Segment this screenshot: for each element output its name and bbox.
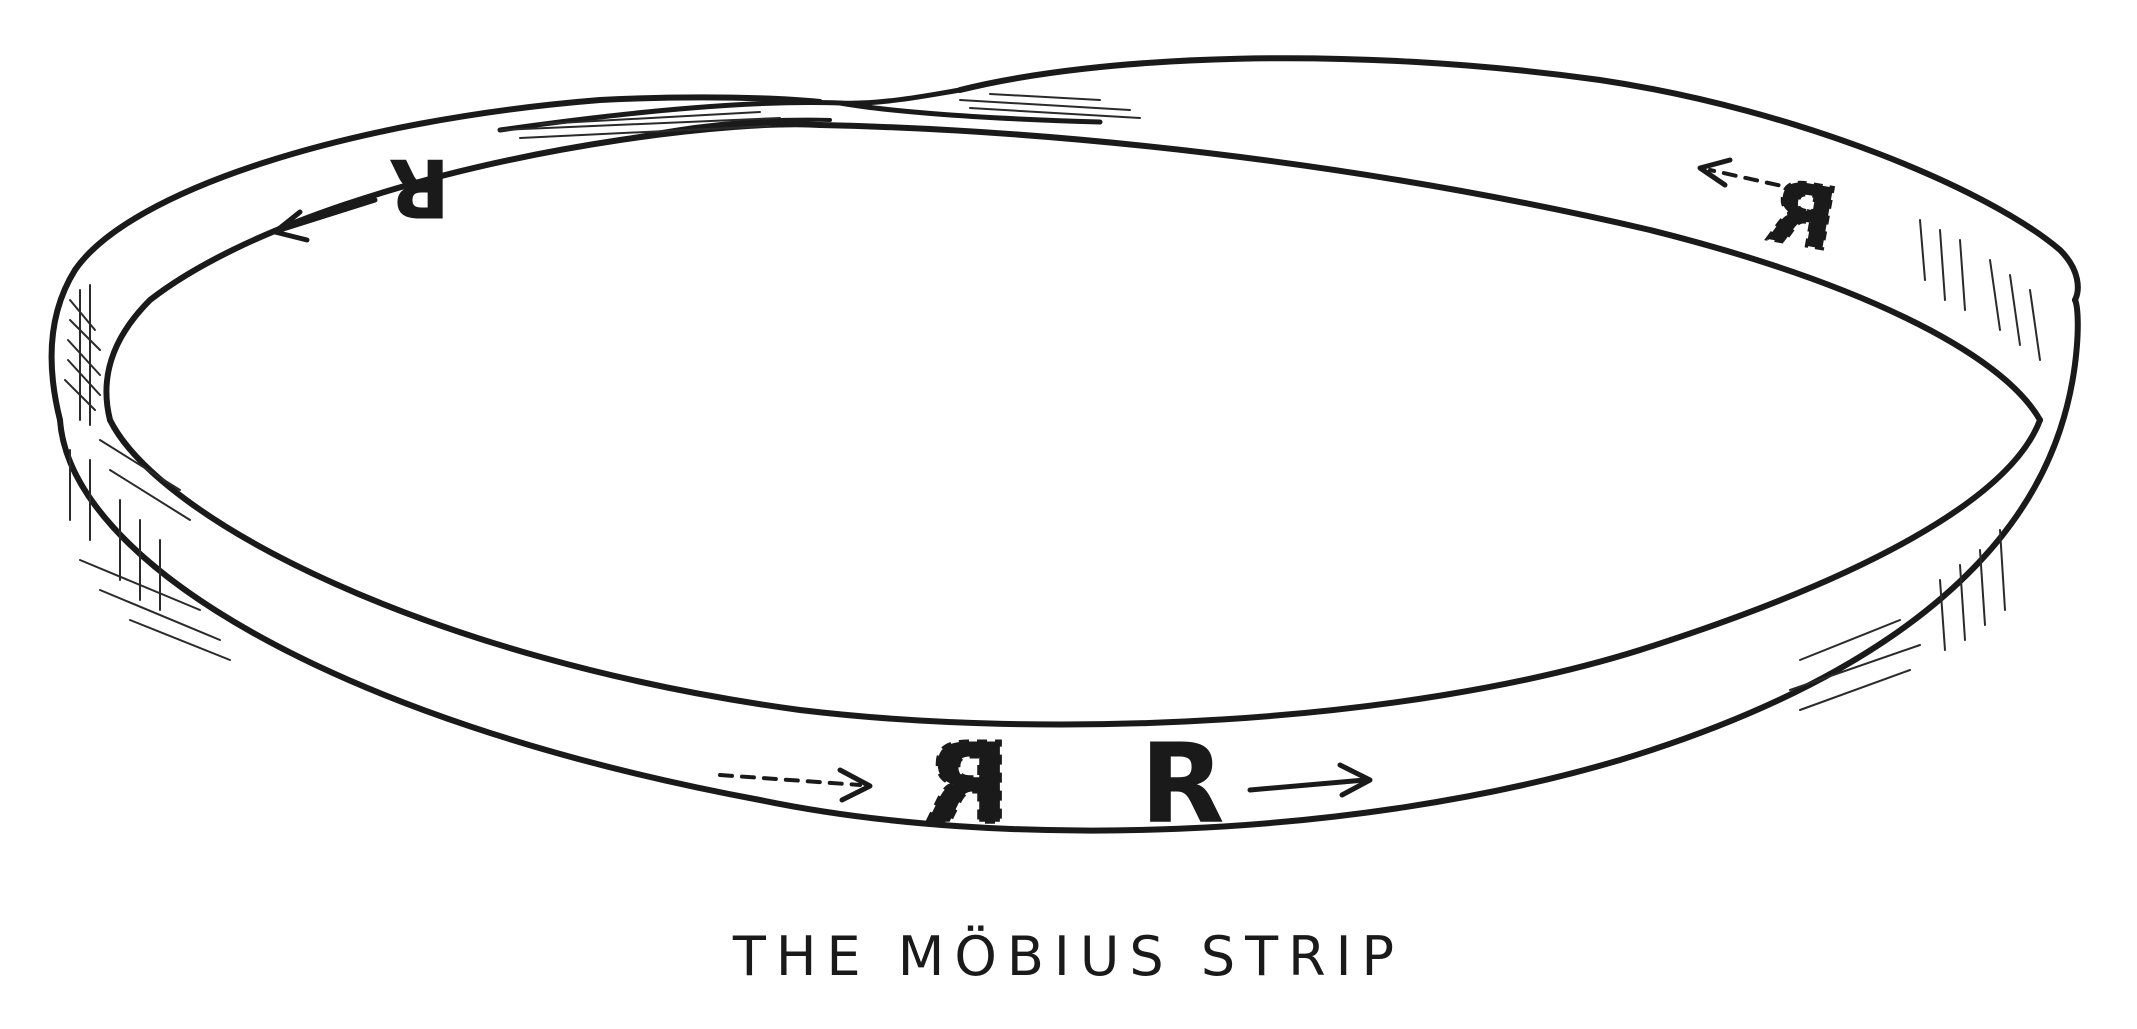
back-left-arrow-shaft xyxy=(277,197,378,233)
band-twist-strand-b xyxy=(837,87,1103,125)
back-left-arrow-head xyxy=(272,209,310,243)
back-right-mirrored-dashed-letter: R xyxy=(1762,162,1844,271)
front-dashed-arrow-shaft xyxy=(718,773,862,787)
front-solid-arrow-shaft xyxy=(1247,777,1368,793)
band-inner-left-edge xyxy=(103,121,823,423)
front-dashed-arrow-head xyxy=(837,767,873,803)
band-outer-left-edge xyxy=(48,94,823,423)
back-letter-r-inverted: R xyxy=(388,141,450,234)
shading-left-rim xyxy=(64,284,231,661)
band-back-inner-edge xyxy=(817,122,2043,423)
figure-caption: THE MÖBIUS STRIP xyxy=(732,925,1405,988)
back-right-dashed-arrow-head xyxy=(1697,157,1733,188)
band-outer-bottom-edge xyxy=(57,297,2081,834)
shading-right-rim xyxy=(1789,219,2041,711)
band-inner-front-edge xyxy=(107,417,2043,728)
front-letter-r: R xyxy=(1140,720,1225,848)
band-twist-strand-c xyxy=(618,117,832,142)
back-left-markings: R xyxy=(272,141,450,243)
band-back-outer-edge xyxy=(957,55,2081,303)
front-mirrored-dashed-letter: R xyxy=(925,720,1010,848)
back-right-markings: R xyxy=(1697,157,1845,272)
front-markings: R R xyxy=(718,718,1373,850)
shading-twist xyxy=(499,93,1141,139)
front-solid-arrow-head xyxy=(1337,762,1373,798)
back-right-dashed-arrow-shaft xyxy=(1708,168,1802,192)
